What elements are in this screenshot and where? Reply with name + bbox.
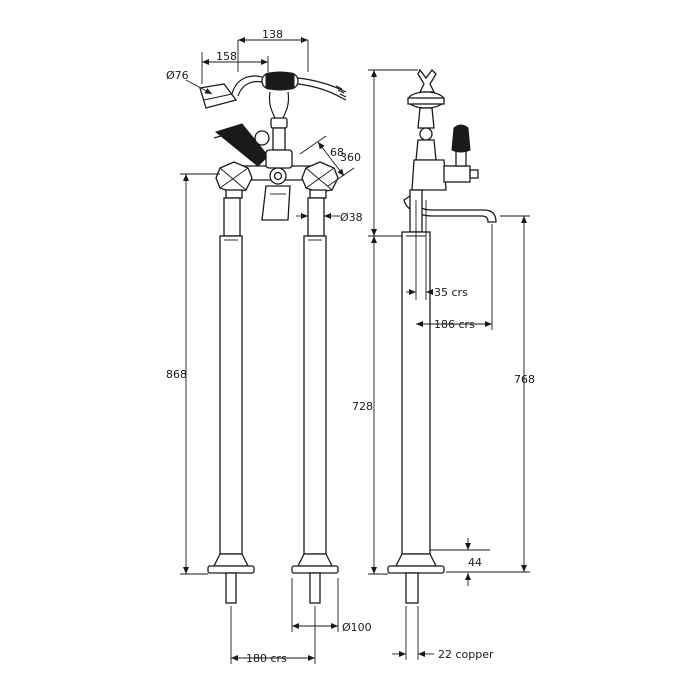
dim-handset-offset: 158: [216, 50, 237, 63]
right-leg: [291, 197, 339, 604]
left-crosshead: [215, 161, 253, 199]
dim-valve-span: 68: [330, 146, 344, 159]
mixer-body: [239, 149, 317, 221]
dim-shower-head-dia: Ø76: [166, 69, 189, 82]
diverter-lever: [213, 123, 270, 167]
left-leg: [207, 197, 255, 604]
dim-height-total-left: 868: [166, 368, 187, 381]
dim-spout-reach: 186 crs: [434, 318, 475, 331]
dim-height-top-side: 360: [340, 151, 361, 164]
side-top-assembly: [407, 68, 479, 191]
right-crosshead: [301, 161, 339, 199]
front-view: [199, 71, 347, 604]
dim-leg-centres: 180 crs: [246, 652, 287, 665]
dim-height-side-pillar: 728: [352, 400, 373, 413]
dim-spout-height: 768: [514, 373, 535, 386]
dim-handset-width: 138: [262, 28, 283, 41]
dim-pipe-size: 22 copper: [438, 648, 494, 661]
dim-pillar-dia: Ø38: [340, 211, 363, 224]
dimension-labels: 138 158 Ø76 68 Ø38 868 Ø100 180 crs 360 …: [166, 28, 535, 665]
dim-spout-offset-small: 35 crs: [434, 286, 468, 299]
side-view: [387, 68, 497, 604]
dimension-lines: [180, 37, 530, 664]
shower-handset: [199, 71, 347, 151]
dim-base-height: 44: [468, 556, 482, 569]
dim-base-dia: Ø100: [342, 621, 372, 634]
